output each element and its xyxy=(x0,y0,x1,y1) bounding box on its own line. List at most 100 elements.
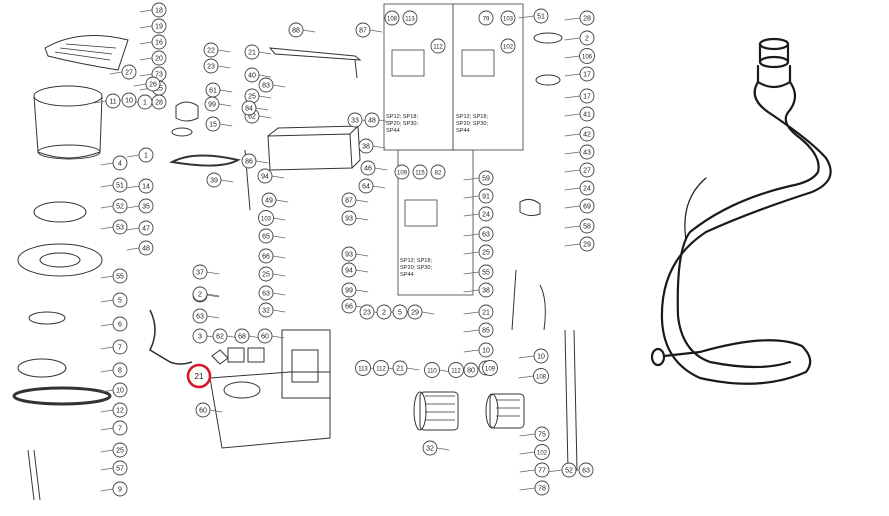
leader-line xyxy=(258,74,272,78)
callout-label: 51 xyxy=(537,14,545,21)
callout-label: 40 xyxy=(248,73,256,80)
box-callout-103: 103 xyxy=(500,10,516,26)
leader-line xyxy=(519,487,536,491)
leader-line xyxy=(372,185,386,189)
callout-circle xyxy=(112,177,128,193)
leader-line xyxy=(126,247,140,251)
callout-circle xyxy=(579,198,595,214)
leader-line xyxy=(139,41,153,45)
leader-line xyxy=(355,199,369,203)
highlight-label: 21 xyxy=(195,372,204,381)
leader-line xyxy=(518,375,534,379)
callout-label: 37 xyxy=(196,270,204,277)
callout-60: 60 xyxy=(195,402,211,418)
leader-line xyxy=(564,37,581,41)
callout-label: 24 xyxy=(482,212,490,219)
callout-circle xyxy=(151,50,167,66)
callout-label: 6 xyxy=(118,322,122,329)
callout-14: 14 xyxy=(138,178,154,194)
callout-circle xyxy=(341,282,357,298)
callout-23: 23 xyxy=(359,304,375,320)
leader-line xyxy=(100,427,114,431)
callout-21: 21 xyxy=(244,44,260,60)
callout-circle xyxy=(192,264,208,280)
callout-5: 5 xyxy=(392,304,408,320)
callout-10: 10 xyxy=(533,348,549,364)
leader-line xyxy=(258,115,272,119)
callout-circle xyxy=(341,262,357,278)
callout-circle xyxy=(534,462,550,478)
leader-line xyxy=(518,355,535,359)
callout-circle xyxy=(500,38,516,54)
callout-label: 7 xyxy=(118,426,122,433)
callout-label: 41 xyxy=(583,112,591,119)
callout-label: 53 xyxy=(116,225,124,232)
callout-17: 17 xyxy=(579,88,595,104)
leader-line xyxy=(406,367,420,371)
callout-55: 55 xyxy=(112,268,128,284)
leader-line xyxy=(100,409,114,413)
boxed-subassemblies xyxy=(383,3,524,296)
callout-circle xyxy=(258,266,274,282)
callout-label: 22 xyxy=(207,48,215,55)
callout-label: 47 xyxy=(142,226,150,233)
callout-77: 77 xyxy=(534,462,550,478)
callout-circle xyxy=(112,339,128,355)
callout-label: 99 xyxy=(345,288,353,295)
callout-circle xyxy=(579,106,595,122)
callout-label: 55 xyxy=(482,270,490,277)
box-callout-82: 82 xyxy=(430,164,446,180)
callout-102: 102 xyxy=(534,444,550,460)
callout-55: 55 xyxy=(478,264,494,280)
callout-circle xyxy=(392,304,408,320)
callout-circle xyxy=(112,292,128,308)
callout-58: 58 xyxy=(579,218,595,234)
callout-2: 2 xyxy=(376,304,392,320)
callout-circle xyxy=(151,94,167,110)
callout-circle xyxy=(358,178,374,194)
leader-line xyxy=(463,233,480,237)
callout-circle xyxy=(244,44,260,60)
callout-circle xyxy=(359,304,375,320)
callout-label: 28 xyxy=(155,100,163,107)
caption-line: SP20; SP30; xyxy=(456,121,488,127)
flange-part-icon xyxy=(28,311,66,325)
leader-line xyxy=(564,169,581,173)
callout-label: 62 xyxy=(248,114,256,121)
box-callout-115: 115 xyxy=(412,164,428,180)
callout-label: 20 xyxy=(155,56,163,63)
callout-label: 86 xyxy=(245,159,253,166)
caption-line: SP44 xyxy=(386,128,400,134)
callout-23: 23 xyxy=(203,58,219,74)
callout-94: 94 xyxy=(341,262,357,278)
callout-circle xyxy=(145,76,161,92)
callout-86: 86 xyxy=(241,153,257,169)
callout-circle xyxy=(478,244,494,260)
callout-28: 28 xyxy=(151,94,167,110)
leader-line xyxy=(255,160,269,164)
callout-10: 10 xyxy=(112,382,128,398)
callout-circle xyxy=(422,440,438,456)
leader-line xyxy=(519,433,536,437)
callout-circle xyxy=(112,362,128,378)
callout-circle xyxy=(478,264,494,280)
callout-label: 87 xyxy=(345,198,353,205)
callout-label: 39 xyxy=(210,178,218,185)
leader-line xyxy=(271,335,285,339)
callout-circle xyxy=(579,236,595,252)
callout-circle xyxy=(534,444,550,460)
callout-68: 68 xyxy=(234,328,250,344)
callout-label: 25 xyxy=(248,94,256,101)
callout-26: 26 xyxy=(145,76,161,92)
box-callout-108: 108 xyxy=(384,10,400,26)
box-callout-113: 113 xyxy=(402,10,418,26)
callout-85: 85 xyxy=(478,322,494,338)
callout-circle xyxy=(205,116,221,132)
guard-part-icon xyxy=(44,35,129,71)
callout-32: 32 xyxy=(422,440,438,456)
callout-52: 52 xyxy=(112,198,128,214)
leader-line xyxy=(421,311,435,315)
leader-line xyxy=(374,167,388,171)
callout-circle xyxy=(463,362,479,378)
callout-circle xyxy=(579,48,595,64)
